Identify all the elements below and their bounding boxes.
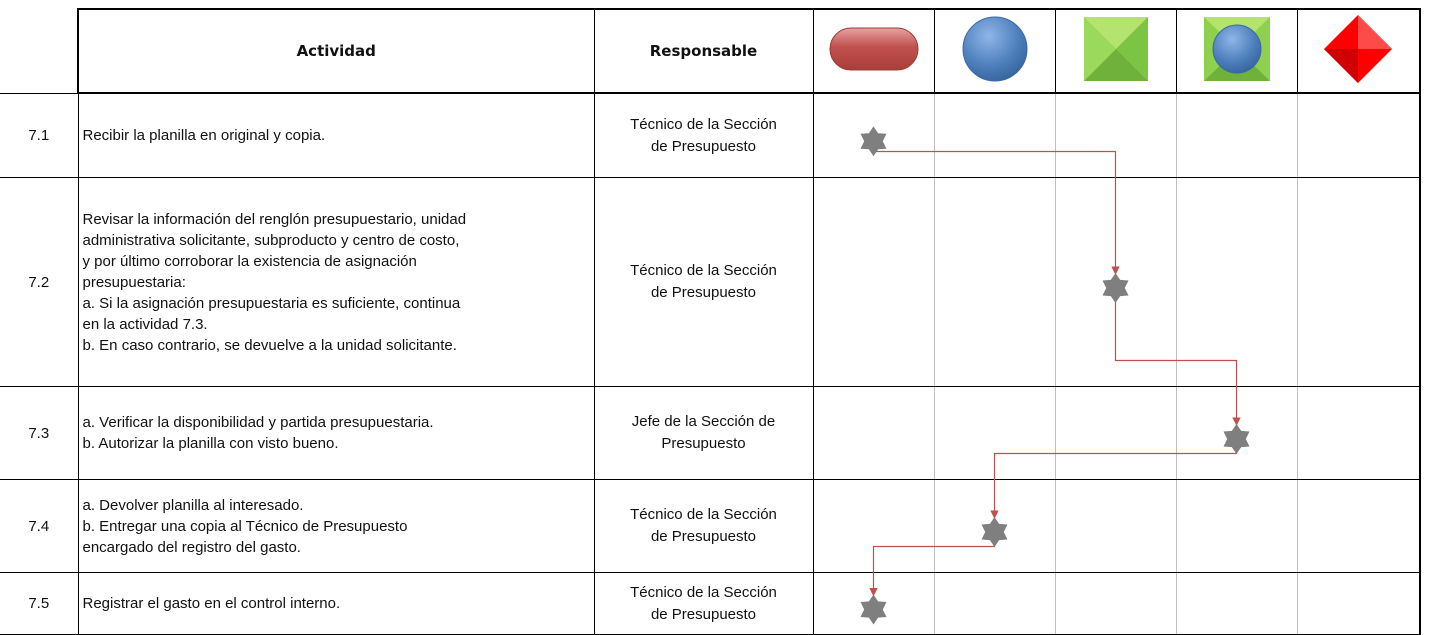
symbol-column-cell: [812, 572, 935, 635]
symbol-column-cell: [1296, 92, 1421, 178]
activity-line: en la actividad 7.3.: [82, 315, 208, 333]
activity-number: 7.4: [0, 479, 79, 573]
symbol-column-cell: [1296, 386, 1421, 480]
activity-line: Recibir la planilla en original y copia.: [82, 127, 326, 144]
activity-line: presupuestaria:: [82, 273, 186, 291]
activity-description: a. Verificar la disponibilidad y partida…: [77, 386, 595, 480]
symbol-column-cell: [1296, 572, 1421, 635]
symbol-column-cell: [1054, 92, 1177, 178]
symbol-column-cell: [1296, 177, 1421, 387]
activity-description: Recibir la planilla en original y copia.: [77, 92, 595, 178]
responsable-line: Técnico de la Sección: [630, 262, 777, 279]
activity-responsable: Técnico de la Sección de Presupuesto: [593, 572, 814, 635]
symbol-column-cell: [1175, 479, 1298, 573]
activity-line: a. Devolver planilla al interesado.: [82, 496, 304, 514]
responsable-line: de Presupuesto: [650, 137, 757, 155]
activity-number: 7.5: [0, 572, 79, 635]
symbol-column-cell: [1175, 177, 1298, 387]
activity-line: a. Si la asignación presupuestaria es su…: [82, 294, 461, 312]
symbol-column-cell: [1175, 92, 1298, 178]
symbol-column-cell: [812, 386, 935, 480]
activity-line: b. En caso contrario, se devuelve a la u…: [82, 336, 457, 354]
activity-line: b. Entregar una copia al Técnico de Pres…: [82, 517, 408, 535]
activity-line: a. Verificar la disponibilidad y partida…: [82, 414, 434, 431]
activity-responsable: Jefe de la Sección de Presupuesto: [593, 386, 814, 480]
activity-description: Revisar la información del renglón presu…: [77, 177, 595, 387]
header-symbol-terminator: [813, 8, 935, 94]
activity-description: Registrar el gasto en el control interno…: [77, 572, 595, 635]
symbol-column-cell: [933, 177, 1056, 387]
symbol-column-cell: [812, 479, 935, 573]
terminator-pill-icon: [829, 27, 918, 71]
header-actividad: Actividad: [77, 8, 595, 94]
activity-line: Registrar el gasto en el control interno…: [82, 595, 341, 612]
activity-description: a. Devolver planilla al interesado. b. En…: [77, 479, 595, 573]
header-symbol-circle: [934, 8, 1056, 94]
header-symbol-square-circle: [1176, 8, 1298, 94]
header-symbol-square: [1055, 8, 1177, 94]
header-responsable: Responsable: [594, 8, 814, 94]
symbol-column-cell: [933, 386, 1056, 480]
activity-number: 7.1: [0, 92, 79, 178]
symbol-column-cell: [1054, 572, 1177, 635]
symbol-column-cell: [933, 572, 1056, 635]
activity-number: 7.3: [0, 386, 79, 480]
symbol-column-cell: [933, 479, 1056, 573]
symbol-column-cell: [1296, 479, 1421, 573]
responsable-line: Jefe de la Sección de: [631, 413, 776, 430]
responsable-line: de Presupuesto: [650, 605, 757, 623]
green-square-icon: [1083, 17, 1148, 81]
symbol-column-cell: [1054, 479, 1177, 573]
activity-line: b. Autorizar la planilla con visto bueno…: [82, 435, 339, 452]
symbol-column-cell: [812, 177, 935, 387]
symbol-column-cell: [1054, 386, 1177, 480]
activity-line: administrativa solicitante, subproducto …: [82, 231, 460, 249]
activity-responsable: Técnico de la Sección de Presupuesto: [593, 92, 814, 178]
symbol-column-cell: [1175, 386, 1298, 480]
activity-number: 7.2: [0, 177, 79, 387]
header-symbol-diamond: [1297, 8, 1421, 94]
responsable-line: Técnico de la Sección: [630, 506, 777, 523]
activity-responsable: Técnico de la Sección de Presupuesto: [593, 479, 814, 573]
circle-icon: [962, 16, 1027, 82]
responsable-line: de Presupuesto: [650, 528, 757, 545]
header-row: Actividad Responsable: [0, 8, 1421, 94]
activity-responsable: Técnico de la Sección de Presupuesto: [593, 177, 814, 387]
activity-line: y por último corroborar la existencia de…: [82, 252, 417, 270]
responsable-line: Presupuesto: [661, 435, 746, 452]
process-table: Actividad Responsable: [0, 8, 1421, 635]
symbol-column-cell: [1175, 572, 1298, 635]
responsable-line: Técnico de la Sección: [630, 583, 777, 601]
activity-line: encargado del registro del gasto.: [82, 538, 301, 556]
header-number-cell: [0, 9, 78, 93]
symbol-column-cell: [812, 92, 935, 178]
red-diamond-icon: [1324, 15, 1393, 83]
responsable-line: Técnico de la Sección: [630, 115, 777, 133]
activity-line: Revisar la información del renglón presu…: [82, 210, 467, 228]
symbol-column-cell: [1054, 177, 1177, 387]
green-square-blue-circle-icon: [1203, 17, 1270, 81]
symbol-column-cell: [933, 92, 1056, 178]
responsable-line: de Presupuesto: [650, 284, 757, 301]
